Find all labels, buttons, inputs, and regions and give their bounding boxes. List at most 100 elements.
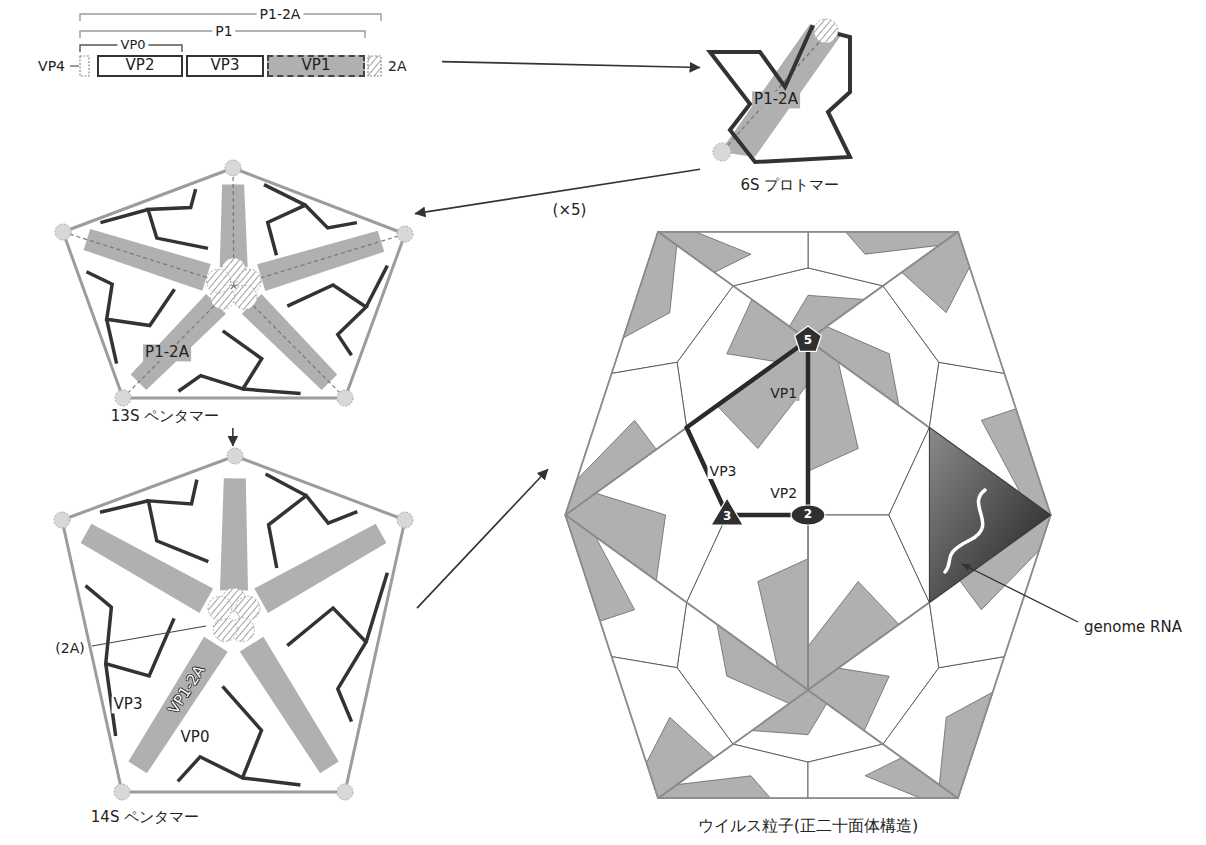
caption-label: 14S ペンタマー	[89, 809, 201, 826]
pentamer-illustration	[55, 160, 415, 428]
part-label: VP0	[179, 729, 212, 746]
segment-box: VP1	[267, 55, 365, 77]
capsid-band	[240, 637, 339, 774]
capsid-faces	[565, 232, 1050, 798]
pentagon-outline	[63, 168, 405, 398]
hatched-circle	[236, 596, 260, 620]
edge-label: (×5)	[550, 203, 590, 220]
protomer-outline	[148, 189, 208, 248]
capsid-tile	[565, 420, 656, 515]
protomer-outline	[266, 474, 307, 496]
protomer-outline	[269, 496, 358, 568]
pentagon-outline	[62, 456, 405, 792]
vertex-circle	[397, 226, 413, 242]
bracket-line	[80, 14, 381, 21]
vertex-circle	[337, 390, 353, 406]
segment-box	[368, 56, 381, 76]
vertex-circle	[713, 143, 731, 161]
protomer-outline	[86, 586, 175, 676]
capsid-tile	[646, 717, 714, 798]
protomer-outline	[100, 209, 148, 222]
part-label: VP2	[768, 485, 799, 501]
region-label: P1-2A	[257, 6, 304, 22]
hatched-circle	[213, 618, 237, 642]
segment-box: VP2	[97, 55, 183, 77]
protomer-outline	[107, 319, 117, 363]
vertex-circle	[337, 784, 353, 800]
caption-label: 6S プロトマー	[739, 177, 842, 194]
virus-particle: 5VP1VP3VP2 3 2 genome RNA ウイルス粒子(正二十面体構造)	[548, 222, 1188, 840]
protomer-tile	[612, 232, 733, 374]
hatched-circle	[814, 19, 838, 43]
protomer-tile	[612, 657, 733, 799]
segment-box: VP3	[186, 55, 264, 77]
flow-arrow	[442, 62, 700, 68]
leader-line	[962, 564, 1078, 622]
capsid-tile	[717, 624, 808, 703]
genome-cutaway	[929, 428, 1050, 603]
vertex-circle	[225, 160, 241, 176]
protomer-outline	[287, 608, 366, 722]
region-label: VP0	[117, 38, 148, 53]
region-label: P1	[212, 23, 235, 39]
symmetry-number: 3	[721, 510, 733, 524]
part-label: VP3	[209, 57, 242, 74]
protomer-highlight	[687, 340, 808, 515]
protomer-outline	[178, 331, 261, 391]
protomer-outline	[287, 285, 366, 355]
vertex-circle	[227, 448, 243, 464]
protomer-outline	[148, 480, 208, 562]
protomer-outline	[268, 205, 357, 255]
capsid-tile	[939, 692, 993, 798]
pentamer-shape: P1-2A13S ペンタマー	[55, 160, 415, 428]
segment-box	[80, 56, 89, 76]
part-label: (2A)	[53, 640, 86, 656]
capsid-tile	[902, 232, 970, 313]
symmetry-number: 5	[802, 334, 814, 348]
hatched-circle	[207, 269, 231, 293]
protomer-outline	[366, 266, 387, 307]
part-label: VP3	[112, 696, 145, 713]
part-label: VP4	[36, 58, 67, 74]
threefold-marker	[711, 498, 743, 525]
part-label: VP3	[708, 463, 739, 479]
capsid-tile	[808, 327, 899, 406]
caption-label: ウイルス粒子(正二十面体構造)	[696, 817, 920, 835]
protomer-tile	[565, 515, 686, 668]
protomer-tile	[883, 232, 1004, 374]
protomer-tile	[883, 657, 1004, 799]
part-label: 2A	[386, 58, 408, 74]
protomer-outline	[86, 272, 174, 326]
protomer-outline	[100, 501, 148, 513]
leader-line	[92, 626, 206, 646]
vertex-circle	[54, 512, 70, 528]
part-label: genome RNA	[1082, 619, 1184, 636]
dashed-line	[234, 286, 345, 398]
segment-box: 2A	[366, 55, 442, 77]
part-label: P1-2A	[143, 344, 191, 361]
part-label: P1-2A	[752, 91, 800, 108]
vertex-circle	[115, 390, 131, 406]
protomer-outline	[366, 573, 387, 642]
protomer-outline	[264, 185, 305, 206]
protomer-outline	[242, 778, 300, 785]
part-label: VP1	[300, 57, 333, 74]
protomer-outline	[710, 27, 850, 162]
capsid-band	[254, 524, 386, 613]
capsid-tile	[565, 515, 634, 621]
hatched-circle	[233, 285, 257, 309]
symmetry-number: 2	[802, 508, 814, 522]
leader-line	[70, 65, 79, 66]
protomer-outline	[243, 389, 301, 393]
capsid-band	[220, 478, 248, 590]
twofold-marker	[791, 505, 825, 525]
protomer-tile	[565, 362, 686, 515]
part-label: VP2	[124, 57, 157, 74]
flow-arrow	[417, 469, 548, 608]
virus-particle-illustration	[548, 222, 1188, 840]
part-label: VP1	[768, 384, 799, 400]
capsid-band	[257, 231, 384, 291]
genome-strand	[945, 490, 985, 572]
pentamer-shape: (2A)VP3VP1-2AVP014S ペンタマー	[45, 446, 417, 832]
vertex-circle	[55, 224, 71, 240]
